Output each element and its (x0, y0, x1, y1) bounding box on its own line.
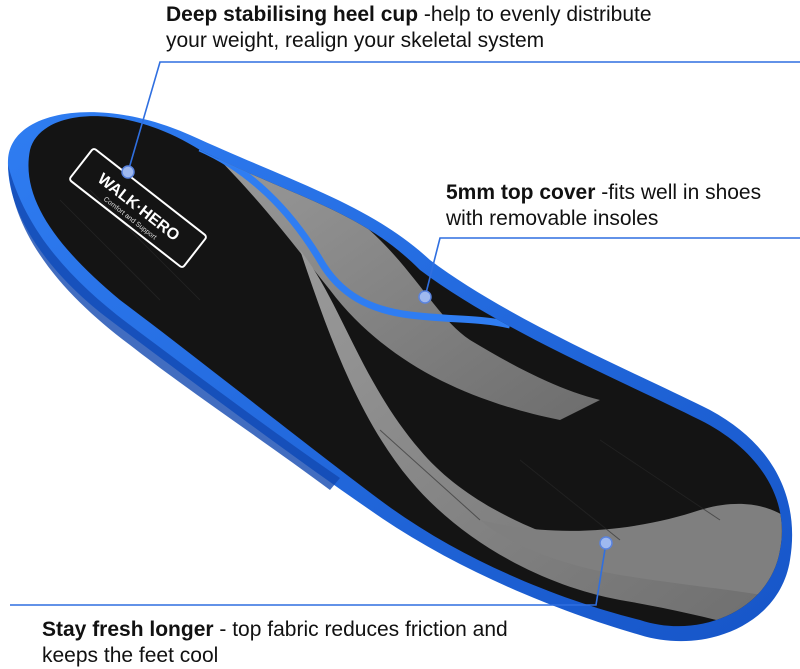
leader-top-cover (424, 237, 800, 298)
callout-leaders (10, 61, 800, 606)
callout-dot-top-cover (418, 290, 432, 304)
callout-stay-fresh-text-2: keeps the feet cool (42, 644, 219, 667)
grey-lower-sweep (300, 250, 782, 627)
callout-heel-cup-title: Deep stabilising heel cup (166, 3, 419, 26)
callout-top-cover: 5mm top cover -fits well in shoes with r… (446, 180, 796, 232)
callout-dot-heel (121, 165, 135, 179)
callout-heel-cup-text: -help to evenly distribute (418, 3, 652, 26)
callout-stay-fresh: Stay fresh longer - top fabric reduces f… (42, 617, 782, 669)
leader-heel-cup (127, 61, 800, 173)
callout-top-cover-title: 5mm top cover (446, 181, 596, 204)
heel-cup-ridge (8, 165, 340, 490)
grey-forefoot-panel (480, 504, 782, 600)
callout-stay-fresh-text: - top fabric reduces friction and (213, 618, 508, 641)
blue-accent-line (198, 144, 511, 329)
callout-stay-fresh-title: Stay fresh longer (42, 618, 214, 641)
leader-fresh (10, 542, 607, 606)
grey-arch-panel (210, 150, 600, 420)
callout-heel-cup-text-2: your weight, realign your skeletal syste… (166, 29, 545, 52)
fabric-texture (59, 189, 721, 541)
top-cover-pattern (59, 144, 782, 627)
insole-top-cover (28, 116, 782, 627)
callout-top-cover-text-2: with removable insoles (446, 207, 659, 230)
callout-dot-fresh (599, 536, 613, 550)
callout-heel-cup: Deep stabilising heel cup -help to evenl… (166, 2, 786, 54)
callout-top-cover-text: -fits well in shoes (595, 181, 762, 204)
